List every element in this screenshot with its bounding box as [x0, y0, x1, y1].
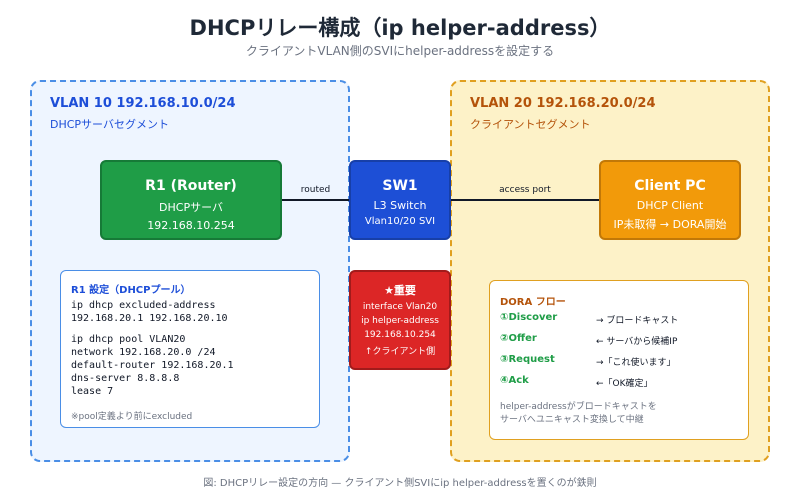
- important-line-ip: 192.168.10.254: [364, 330, 436, 340]
- r1-config-panel: R1 設定（DHCPプール） ip dhcp excluded-address …: [60, 270, 320, 428]
- dora-step-desc: ← サーバから候補IP: [596, 337, 678, 347]
- link-label-access-port: access port: [499, 185, 551, 195]
- vlan20-subtitle: クライアントセグメント: [470, 118, 591, 131]
- important-line-interface: interface Vlan20: [362, 302, 438, 312]
- vlan20-title: VLAN 20 192.168.20.0/24: [470, 96, 656, 111]
- client-name: Client PC: [634, 178, 706, 194]
- dora-note: helper-addressがブロードキャストを サーバへユニキャスト変換して中…: [500, 402, 657, 425]
- config-dhcp-pool: ip dhcp pool VLAN20 network 192.168.20.0…: [71, 334, 234, 397]
- link-sw1-client: [451, 199, 599, 201]
- dora-step-name: ①Discover: [500, 312, 558, 323]
- sw1-role: L3 Switch: [373, 199, 427, 212]
- dora-step: ③Request →「これ使います」: [500, 354, 740, 370]
- dora-step-desc: ←「OK確定」: [596, 379, 653, 389]
- dora-step: ②Offer ← サーバから候補IP: [500, 333, 740, 349]
- dora-step: ④Ack ←「OK確定」: [500, 375, 740, 391]
- dora-step-desc: → ブロードキャスト: [596, 316, 679, 326]
- dora-step-name: ④Ack: [500, 375, 529, 386]
- important-title: ★重要: [384, 284, 416, 297]
- r1-config-note: ※pool定義より前にexcluded: [71, 412, 193, 422]
- r1-config-title: R1 設定（DHCPプール）: [71, 285, 191, 296]
- dora-step-name: ③Request: [500, 354, 555, 365]
- dora-flow-panel: DORA フロー ①Discover → ブロードキャスト ②Offer ← サ…: [489, 280, 749, 440]
- important-helper-box: ★重要 interface Vlan20 ip helper-address 1…: [349, 270, 451, 370]
- vlan10-title: VLAN 10 192.168.10.0/24: [50, 96, 236, 111]
- r1-name: R1 (Router): [145, 178, 237, 194]
- link-r1-sw1: [282, 199, 349, 201]
- sw1-svi: Vlan10/20 SVI: [364, 216, 436, 227]
- link-label-routed: routed: [300, 185, 331, 195]
- client-pc-node: Client PC DHCP Client IP未取得 → DORA開始: [599, 160, 741, 240]
- r1-router-node: R1 (Router) DHCPサーバ 192.168.10.254: [100, 160, 282, 240]
- important-line-helper: ip helper-address: [361, 316, 439, 326]
- dora-step-desc: →「これ使います」: [596, 358, 676, 368]
- vlan10-subtitle: DHCPサーバセグメント: [50, 118, 169, 131]
- page-subtitle: クライアントVLAN側のSVIにhelper-addressを設定する: [245, 44, 555, 58]
- config-excluded-address: ip dhcp excluded-address 192.168.20.1 19…: [71, 300, 228, 324]
- figure-caption: 図: DHCPリレー設定の方向 — クライアント側SVIにip helper-a…: [203, 478, 597, 489]
- dora-step: ①Discover → ブロードキャスト: [500, 312, 740, 328]
- important-line-client-side: ↑クライアント側: [364, 347, 436, 357]
- dora-step-name: ②Offer: [500, 333, 537, 344]
- client-role: DHCP Client: [636, 199, 704, 212]
- r1-role: DHCPサーバ: [159, 201, 223, 214]
- client-status: IP未取得 → DORA開始: [613, 218, 727, 231]
- r1-ip: 192.168.10.254: [147, 219, 235, 232]
- sw1-name: SW1: [382, 178, 418, 194]
- sw1-switch-node: SW1 L3 Switch Vlan10/20 SVI: [349, 160, 451, 240]
- dora-title: DORA フロー: [500, 297, 566, 308]
- page-title: DHCPリレー構成（ip helper-address）: [189, 16, 611, 40]
